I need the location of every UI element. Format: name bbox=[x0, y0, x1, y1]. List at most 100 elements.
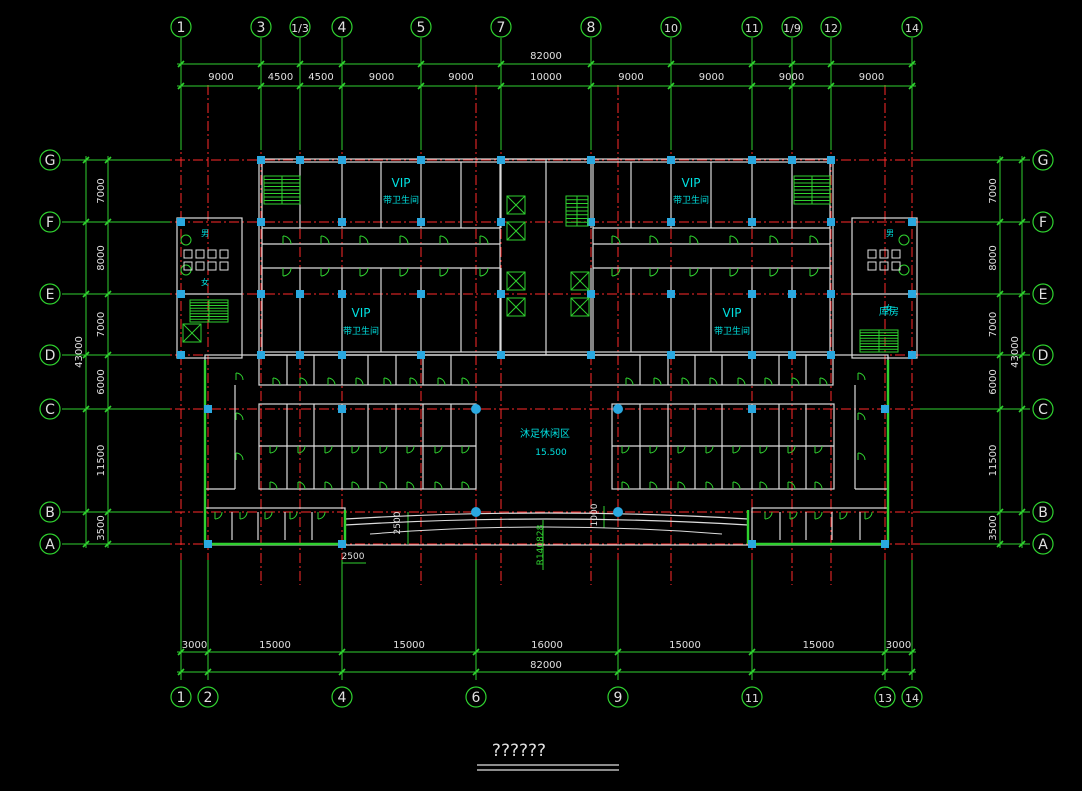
dim-tick bbox=[82, 351, 90, 359]
dim-tick bbox=[881, 668, 889, 676]
south-door bbox=[289, 511, 298, 520]
dim-tick bbox=[996, 508, 1004, 516]
dim-tick bbox=[1018, 351, 1026, 359]
south-door bbox=[214, 511, 223, 520]
entrance-curve-outer bbox=[344, 512, 749, 520]
axis-bubble-label: 12 bbox=[824, 22, 838, 35]
axis-bubble-bottom: 4 bbox=[331, 686, 353, 708]
axis-bubble-top: 7 bbox=[490, 16, 512, 38]
column bbox=[257, 351, 265, 359]
dim-tick bbox=[104, 156, 112, 164]
shop-door bbox=[819, 377, 828, 386]
lower-shop-strip bbox=[258, 354, 834, 386]
axis-bubble-label: 5 bbox=[417, 20, 426, 36]
radius-annotation: R140828 bbox=[536, 524, 546, 565]
column bbox=[788, 156, 796, 164]
door-swing bbox=[359, 235, 369, 245]
dim-tick bbox=[587, 60, 595, 68]
dim-tick bbox=[417, 60, 425, 68]
elevator-cross bbox=[182, 323, 202, 343]
dim-tick bbox=[748, 82, 756, 90]
axis-bubble-circle bbox=[1032, 283, 1054, 305]
door-swing bbox=[809, 267, 819, 277]
axis-bubble-label: B bbox=[45, 505, 55, 521]
wc-stall bbox=[183, 261, 193, 271]
dim-tick bbox=[1018, 540, 1026, 548]
column bbox=[338, 540, 346, 548]
wc-stall bbox=[195, 249, 205, 259]
round-column bbox=[613, 404, 623, 414]
dim-tick bbox=[204, 668, 212, 676]
dim-text-bottom: 15000 bbox=[259, 640, 291, 651]
wc-stall bbox=[219, 261, 229, 271]
axis-bubble-circle bbox=[39, 149, 61, 171]
dim-tick bbox=[996, 290, 1004, 298]
axis-bubble-bottom: 11 bbox=[741, 686, 763, 708]
west-wc-block bbox=[176, 217, 243, 359]
dim-text-left: 6000 bbox=[96, 369, 107, 394]
south-door bbox=[264, 511, 273, 520]
axis-bubble-right: D bbox=[1032, 344, 1054, 366]
wc-fixture bbox=[180, 234, 192, 246]
column bbox=[177, 218, 185, 226]
column bbox=[788, 351, 796, 359]
axis-bubble-circle bbox=[170, 16, 192, 38]
dim-tick bbox=[82, 540, 90, 548]
room-label-female-wc-right: 女 bbox=[885, 303, 893, 313]
dim-tick bbox=[104, 351, 112, 359]
elevator-cross bbox=[506, 271, 526, 291]
wc-fixture bbox=[898, 234, 910, 246]
pod-door bbox=[297, 481, 306, 490]
dim-tick bbox=[338, 668, 346, 676]
dim-tick bbox=[472, 648, 480, 656]
dim-tick bbox=[827, 60, 835, 68]
wc-stall bbox=[879, 261, 889, 271]
dim-text-top: 4500 bbox=[308, 72, 333, 83]
axis-bubble-label: 13 bbox=[878, 692, 892, 705]
axis-bubble-top: 5 bbox=[410, 16, 432, 38]
axis-bubble-right: B bbox=[1032, 501, 1054, 523]
dim-text-bottom: 3000 bbox=[182, 640, 207, 651]
axis-bubble-label: G bbox=[1038, 153, 1049, 169]
column bbox=[177, 351, 185, 359]
door-swing bbox=[649, 235, 659, 245]
shop-door bbox=[272, 377, 281, 386]
dim-text-top-total: 82000 bbox=[530, 51, 562, 62]
axis-bubble-left: E bbox=[39, 283, 61, 305]
axis-bubble-circle bbox=[874, 686, 896, 708]
dim-tick bbox=[1018, 218, 1026, 226]
axis-bubble-top: 12 bbox=[820, 16, 842, 38]
round-column bbox=[613, 507, 623, 517]
pod-door bbox=[351, 481, 360, 490]
column bbox=[257, 218, 265, 226]
column bbox=[827, 290, 835, 298]
side-door bbox=[857, 412, 866, 421]
dim-tick bbox=[177, 60, 185, 68]
pod-door bbox=[759, 481, 768, 490]
axis-bubble-circle bbox=[490, 16, 512, 38]
column bbox=[338, 405, 346, 413]
axis-bubble-label: 3 bbox=[257, 20, 266, 36]
dim-text-left: 8000 bbox=[96, 245, 107, 270]
room-sublabel-vip-2: 带卫生间 bbox=[673, 194, 709, 206]
dim-text-top: 9000 bbox=[779, 72, 804, 83]
axis-bubble-circle bbox=[410, 16, 432, 38]
dim-tick bbox=[497, 82, 505, 90]
room-label-male-wc-right: 男 bbox=[886, 229, 894, 238]
axis-bubble-circle bbox=[660, 16, 682, 38]
elevator bbox=[506, 221, 526, 241]
axis-bubble-label: 1 bbox=[177, 20, 186, 36]
wc-stall bbox=[891, 261, 901, 271]
axis-bubble-circle bbox=[331, 686, 353, 708]
dim-tick bbox=[104, 508, 112, 516]
axis-bubble-label: D bbox=[1038, 348, 1049, 364]
column bbox=[587, 156, 595, 164]
room-label-vip-2: VIP bbox=[682, 176, 701, 190]
column bbox=[667, 156, 675, 164]
column bbox=[338, 351, 346, 359]
dim-tick bbox=[497, 60, 505, 68]
dim-tick bbox=[996, 351, 1004, 359]
shop-door bbox=[355, 377, 364, 386]
column bbox=[257, 290, 265, 298]
dim-tick bbox=[104, 290, 112, 298]
